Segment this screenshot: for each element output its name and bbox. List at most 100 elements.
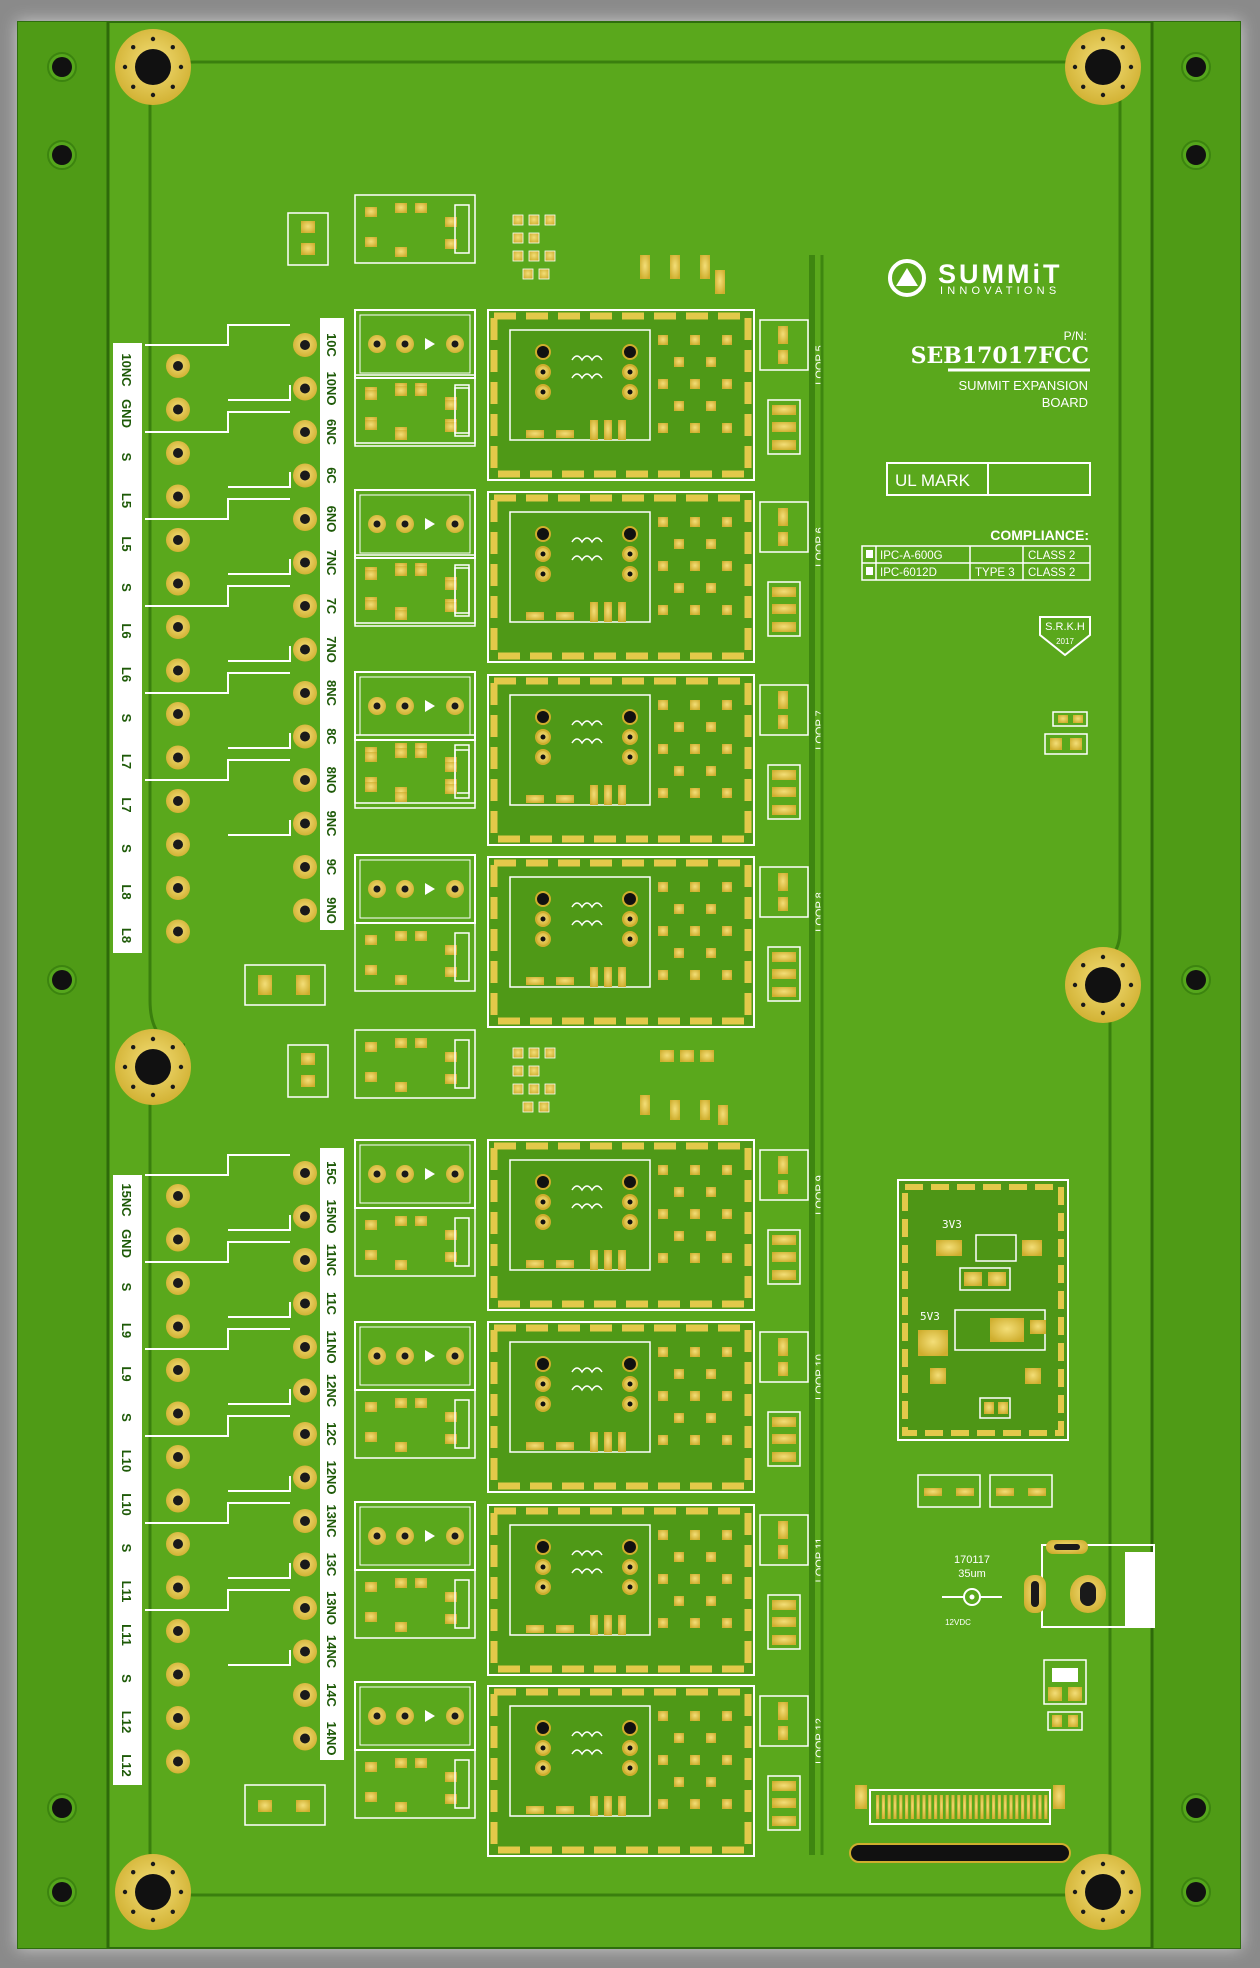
relay-driver-footprint	[354, 739, 476, 809]
mounting-hole	[1065, 947, 1141, 1023]
terminal-pad	[293, 333, 317, 357]
terminal-left-top-label: S	[119, 583, 134, 592]
terminal-pad	[293, 594, 317, 618]
terminal-pad	[166, 1401, 190, 1426]
dc-jack	[1024, 1540, 1155, 1628]
terminal-left-top-label: S	[119, 714, 134, 723]
terminal-pad	[293, 1378, 317, 1403]
board-desc-2: BOARD	[1042, 395, 1088, 410]
terminal-left-bottom-label: L12	[119, 1711, 134, 1733]
rail-tooling-hole	[47, 140, 77, 170]
terminal-right-top-label: 9NO	[324, 897, 339, 924]
terminal-right-top-label: 9C	[324, 859, 339, 876]
terminal-left-top-label: L5	[119, 493, 134, 508]
relay-footprint	[354, 1501, 476, 1571]
compliance-class-1: CLASS 2	[1028, 550, 1075, 562]
relay-footprint	[354, 1139, 476, 1209]
loop-side-components	[759, 319, 809, 455]
terminal-pad	[166, 354, 190, 378]
center-components	[244, 212, 728, 1826]
loop-module-10	[487, 1321, 755, 1493]
terminal-pad	[293, 1726, 317, 1751]
terminal-right-bottom-label: 11C	[324, 1292, 339, 1316]
mounting-hole	[115, 29, 191, 105]
terminal-right-top-label: 8NC	[324, 680, 339, 707]
terminal-pad	[293, 811, 317, 836]
terminal-left-bottom-label: L9	[119, 1366, 134, 1381]
relay-driver-footprint	[354, 1569, 476, 1639]
loop-module-11	[487, 1504, 755, 1676]
terminal-right-top-label: 6NO	[324, 506, 339, 533]
terminal-right-top-label: 8C	[324, 728, 339, 745]
terminal-left-top-label: GND	[119, 399, 134, 428]
terminal-pad	[293, 463, 317, 488]
loop-side-components	[759, 1514, 809, 1650]
loop-side-components	[759, 1331, 809, 1467]
terminal-pad	[166, 1662, 190, 1687]
loop-module-6	[487, 491, 755, 663]
terminal-pad	[293, 724, 317, 749]
terminal-left-bottom-label: GND	[119, 1229, 134, 1258]
brand-tagline: INNOVATIONS	[940, 285, 1060, 297]
loop-label: LOOP 8	[814, 892, 826, 932]
rail-tooling-hole	[1181, 1793, 1211, 1823]
terminal-left-top-label: L8	[119, 884, 134, 899]
relay-footprint	[354, 489, 476, 559]
board-desc-1: SUMMIT EXPANSION	[958, 378, 1088, 393]
terminal-pad	[293, 420, 317, 444]
stamp-initials: S.R.K.H	[1045, 621, 1085, 633]
copper-thickness: 35um	[958, 1568, 986, 1580]
reg-upper-label: 3V3	[942, 1218, 962, 1231]
loop-label: LOOP 7	[814, 710, 826, 750]
terminal-pad	[293, 1161, 317, 1185]
loop-side-components	[759, 501, 809, 637]
brand-name: SUMMiT	[938, 259, 1062, 289]
dc-polarity-icon	[942, 1588, 1002, 1606]
relay-footprint	[354, 309, 476, 379]
terminal-strip-right-top	[320, 318, 344, 930]
bulk-capacitors	[917, 1474, 1053, 1508]
terminal-pad	[166, 919, 190, 944]
relay-driver-footprint	[354, 377, 476, 447]
compliance-title: COMPLIANCE:	[990, 527, 1089, 543]
loop-label: LOOP 11	[814, 1538, 826, 1583]
terminal-pad	[166, 876, 190, 900]
terminal-right-bottom-label: 12NO	[324, 1461, 339, 1495]
ffc-slot	[849, 1843, 1071, 1863]
terminal-right-bottom-label: 14NC	[324, 1635, 339, 1669]
rail-tooling-hole	[1181, 52, 1211, 82]
relay-driver-footprint	[354, 1029, 476, 1099]
loop-label: LOOP 10	[814, 1354, 826, 1400]
relay-footprint	[354, 1681, 476, 1751]
terminal-pad	[166, 1619, 190, 1643]
terminal-pad	[166, 789, 190, 813]
terminal-left-top-label: L8	[119, 928, 134, 943]
terminal-pad	[166, 745, 190, 770]
terminal-pad	[293, 1291, 317, 1316]
terminal-left-top-label: L5	[119, 536, 134, 551]
terminal-pad	[166, 528, 190, 552]
terminal-right-top-label: 6C	[324, 467, 339, 484]
relay-driver-footprint	[354, 922, 476, 992]
loop-side-components	[759, 1149, 809, 1285]
rail-tooling-hole	[47, 1877, 77, 1907]
terminal-pad	[293, 1596, 317, 1620]
terminal-right-bottom-label: 11NO	[324, 1330, 339, 1363]
terminal-right-top-label: 7NO	[324, 636, 339, 663]
mounting-hole	[115, 1029, 191, 1105]
terminal-pad	[293, 550, 317, 575]
terminal-pad	[166, 1488, 190, 1513]
terminal-right-top-label: 6NC	[324, 419, 339, 446]
terminal-pad	[166, 1227, 190, 1252]
pn-label: P/N:	[1064, 329, 1087, 343]
terminal-pad	[166, 1706, 190, 1730]
terminal-strip-right-bottom	[320, 1148, 344, 1760]
terminal-left-bottom-label: S	[119, 1544, 134, 1553]
terminal-pad	[293, 855, 317, 879]
terminal-left-top-label: L7	[119, 754, 134, 769]
rail-tooling-hole	[47, 965, 77, 995]
terminal-left-bottom-label: L11	[119, 1581, 134, 1603]
inspection-stamp: S.R.K.H 2017	[1039, 616, 1091, 657]
terminal-pad	[293, 507, 317, 531]
terminal-pad	[293, 1509, 317, 1533]
